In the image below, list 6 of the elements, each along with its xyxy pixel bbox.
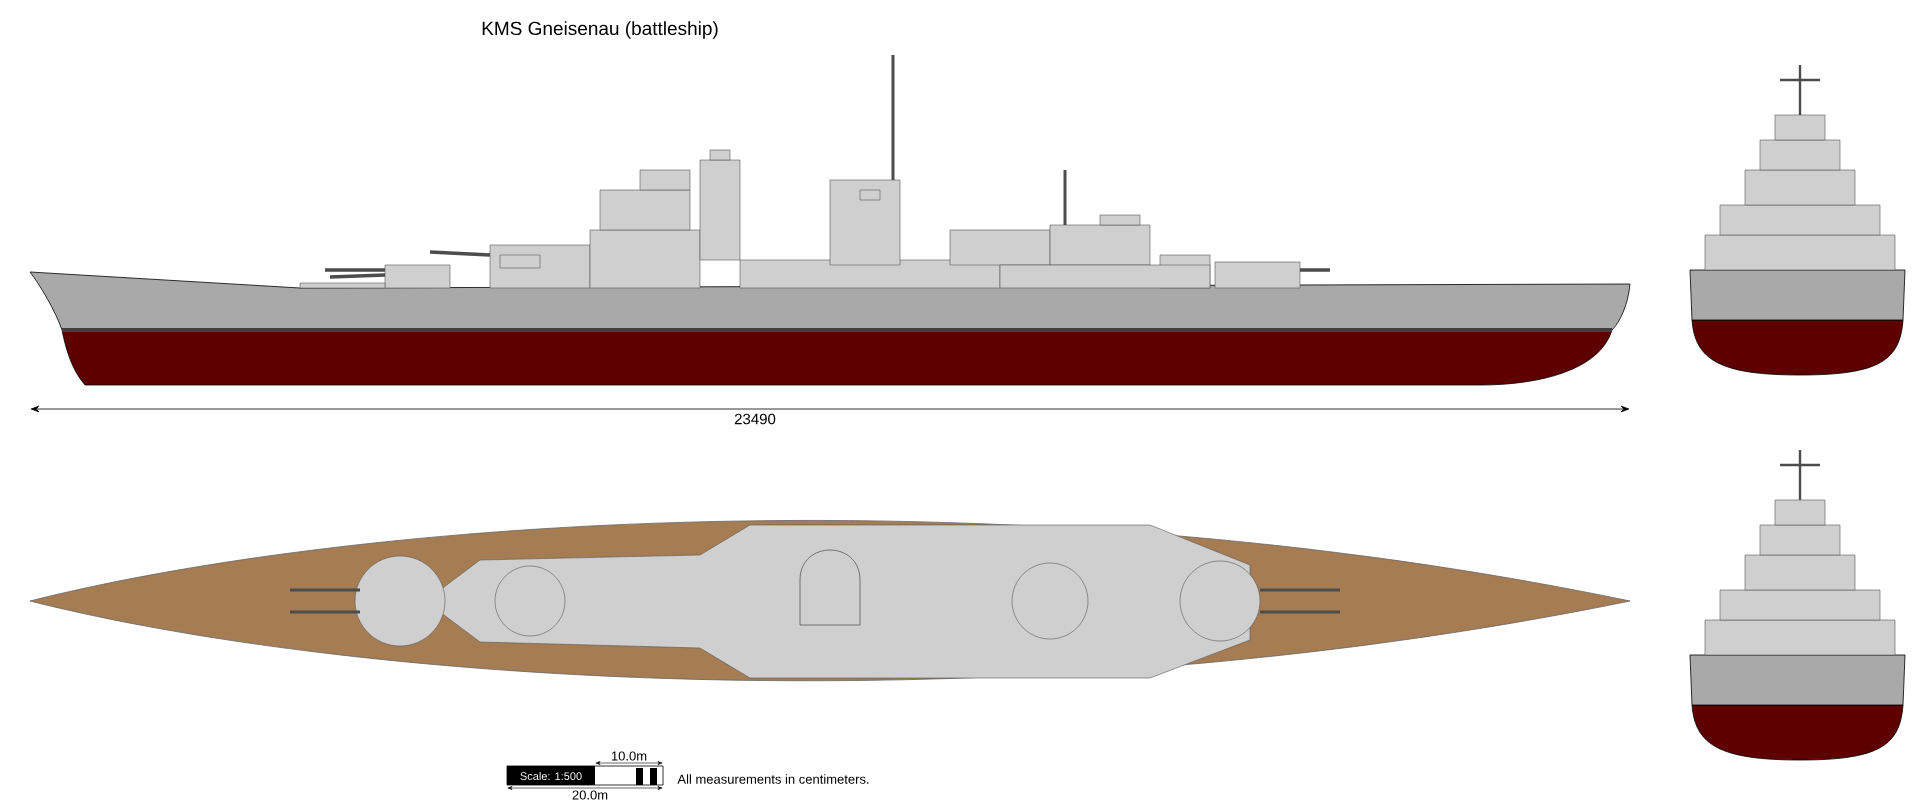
title: KMS Gneisenau (battleship) <box>482 21 718 39</box>
dimension-label: 20.0m <box>572 790 608 800</box>
dimension-label: 10.0m <box>611 751 647 761</box>
note: All measurements in centimeters. <box>677 774 869 784</box>
scale-label: Scale: 1:500 <box>520 771 582 781</box>
dimension-label: 23490 <box>734 413 776 425</box>
